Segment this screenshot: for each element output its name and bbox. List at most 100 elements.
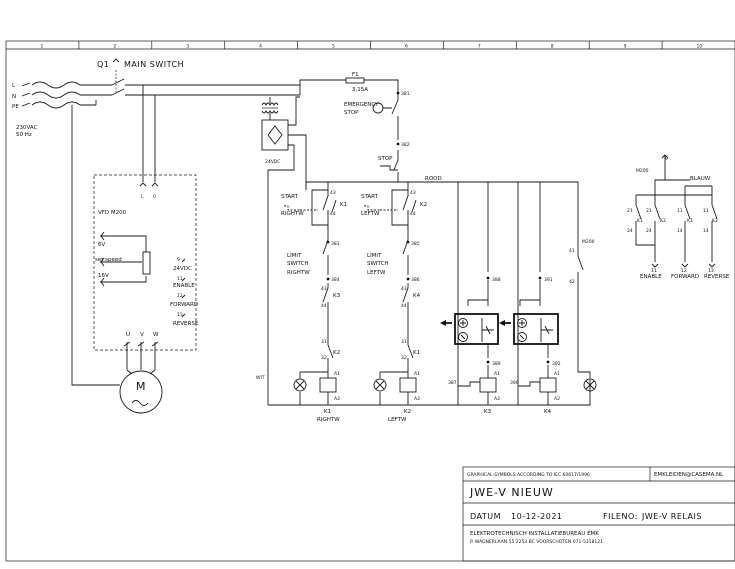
estop-label-2: STOP <box>344 110 359 116</box>
fuse-rating: 3,15A <box>352 87 368 93</box>
vfd-block: VFD M200 L 0 6V set speed 16V 9 24VDC 11… <box>93 174 199 414</box>
grid-column-label: 4 <box>259 44 262 50</box>
vfd-w: W <box>153 332 159 338</box>
rail-neutral: WIT <box>256 375 265 381</box>
aux-k1b: K1 <box>687 218 693 224</box>
coil-k1-a2: A2 <box>334 396 340 402</box>
lamp-m200 <box>583 378 597 392</box>
title-symbols: GRAPHICAL-SYMBOLS ACCORDING TO IEC 60617… <box>467 472 590 478</box>
aux-k2: K2 <box>660 218 666 224</box>
vfd-in-0: 0 <box>153 194 156 200</box>
supply-voltage: 230VAC <box>16 125 38 131</box>
aux-n12: 12 <box>681 268 687 274</box>
limit-l-n2: 386 <box>411 277 420 283</box>
estop-node: 381 <box>401 91 410 97</box>
branch-k4: 391 392 A1 A2 390 K4 <box>499 182 561 415</box>
vfd-t13: 13 <box>177 312 183 318</box>
aux-k1: K1 <box>637 218 643 224</box>
title-project: JWE-V NIEUW <box>469 486 554 499</box>
grid-column-label: 7 <box>478 44 481 50</box>
fuse-f1 <box>345 77 365 84</box>
title-fileno: JWE-V RELAIS <box>641 512 702 521</box>
coil-k2 <box>399 377 417 393</box>
aux-t11a: 11 <box>677 208 683 214</box>
limit-l-l1: LIMIT <box>367 253 382 259</box>
aux-t21a: 21 <box>627 208 633 214</box>
grid-column-label: 10 <box>697 44 703 50</box>
control-supply: F1 3,15A 24VDC 381 EMERGENCY STOP 382 ST… <box>256 72 591 406</box>
stop-node: 382 <box>401 142 410 148</box>
timer-k4-box <box>513 313 559 345</box>
title-address: P. WAGNERLAAN 55 2253 BC VOORSCHOTEN 071… <box>470 539 603 545</box>
psu-label: 24VDC <box>265 159 280 165</box>
aux-k2b: K2 <box>712 218 718 224</box>
coil-k3-label: K3 <box>484 409 492 415</box>
aux-forward: FORWARD <box>671 274 699 280</box>
coil-k2-label: K2 <box>404 409 411 415</box>
coil-k1-sub: RIGHTW <box>317 417 340 423</box>
lamp-k1 <box>293 378 307 392</box>
limit-l-n1: 385 <box>411 241 420 247</box>
coil-k4-label: K4 <box>544 409 552 415</box>
title-email: EMKLEIDEN@CASEMA.NL <box>654 472 724 478</box>
limit-r-n2: 384 <box>331 277 340 283</box>
grid-column-label: 5 <box>332 44 335 50</box>
coil-k2-a1: A1 <box>414 371 420 377</box>
start-l-t43: 43 <box>410 190 416 196</box>
title-company: ELEKTROTECHNISCH INSTALLATIEBUREAU EMK <box>470 531 599 537</box>
branch-rightw: START RIGHTW 43 K1 44 383 LIMIT SWITCH R… <box>281 182 347 423</box>
node-389: 389 <box>492 361 501 367</box>
motor-label: M <box>136 380 147 393</box>
lamp-k2 <box>373 378 387 392</box>
k4-c44: 44 <box>401 303 407 309</box>
k1nc-label: K1 <box>413 350 420 356</box>
aux-t14a: 14 <box>677 228 683 234</box>
node-387: 387 <box>448 380 457 386</box>
vfd-enable: ENABLE <box>173 283 195 289</box>
limit-r-l1: LIMIT <box>287 253 302 259</box>
vfd-t11: 11 <box>177 276 183 282</box>
node-388: 388 <box>492 277 501 283</box>
vfd-u: U <box>126 332 130 338</box>
coil-k3-a2: A2 <box>494 396 500 402</box>
grid-column-label: 8 <box>551 44 554 50</box>
k2nc-31: 31 <box>321 339 327 345</box>
limit-l-l2: SWITCH <box>367 261 389 267</box>
aux-reverse: REVERSE <box>704 274 730 280</box>
start-l-label2: LEFTW <box>361 211 380 217</box>
supply-frequency: 50 Hz <box>16 132 32 138</box>
aux-blauw: BLAUW <box>690 176 711 182</box>
k3-label: K3 <box>333 293 341 299</box>
grid-column-label: 6 <box>405 44 408 50</box>
coil-k2-sub: LEFTW <box>388 417 407 423</box>
timer-k3-box <box>454 313 499 345</box>
vfd-reverse: REVERSE <box>173 321 199 327</box>
aux-contacts: 9 M200 BLAUW 21 K1 24 21 K2 24 11 K1 14 … <box>627 154 730 280</box>
start-l-t44: 44 <box>410 211 416 217</box>
title-fileno-label: FILENO: <box>603 512 638 521</box>
vfd-box <box>93 174 197 351</box>
m200-c42: 42 <box>569 279 575 285</box>
k4-label: K4 <box>413 293 421 299</box>
title-datum-label: DATUM <box>470 512 501 521</box>
start-r-t44: 44 <box>330 211 336 217</box>
vfd-forward: FORWARD <box>170 302 198 308</box>
branch-k3: 388 389 A1 A2 387 K3 <box>440 182 501 415</box>
supply-n-label: N <box>12 94 16 100</box>
limit-r-n1: 383 <box>331 241 340 247</box>
k3-c44: 44 <box>321 303 327 309</box>
k2nc-label: K2 <box>333 350 340 356</box>
motor-symbol <box>119 370 163 414</box>
limit-l-l3: LEFTW <box>367 270 386 276</box>
k1nc-31: 31 <box>401 339 407 345</box>
coil-k3-a1: A1 <box>494 371 500 377</box>
coil-k2-a2: A2 <box>414 396 420 402</box>
branch-m200: M200 41 42 <box>569 239 597 392</box>
k4-c43: 43 <box>401 286 407 292</box>
grid-column-label: 1 <box>40 44 43 50</box>
limit-r-l2: SWITCH <box>287 261 309 267</box>
node-390: 390 <box>510 380 519 386</box>
vfd-t9: 9 <box>177 257 180 263</box>
m200-c41: 41 <box>569 248 575 254</box>
